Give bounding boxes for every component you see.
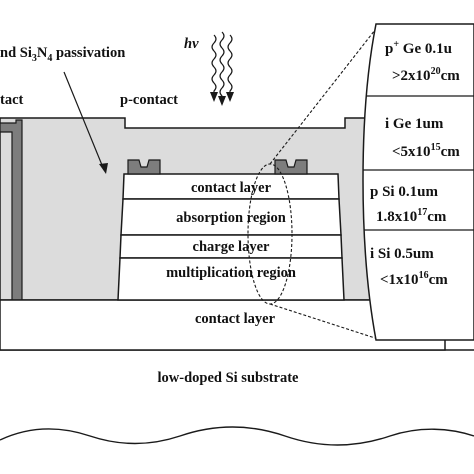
p-contact-pad-left: [127, 159, 161, 175]
charge-layer-label: charge layer: [193, 239, 270, 255]
substrate-label: low-doped Si substrate: [158, 370, 300, 386]
contact-layer-bottom-label: contact layer: [195, 311, 276, 327]
callout-line-lower: [269, 303, 376, 339]
left-contact-label: tact: [0, 92, 24, 108]
substrate-break-line: [0, 426, 474, 446]
substrate-block: [0, 350, 474, 422]
layer-table-row-1-material: p+ Ge 0.1u: [385, 39, 452, 57]
absorption-region-label: absorption region: [176, 210, 286, 226]
contact-layer-top-label: contact layer: [191, 180, 272, 196]
incident-light-arrows: [211, 31, 233, 100]
incident-light-arrowheads: [210, 92, 234, 106]
layer-table-row-2-material: i Ge 1um: [385, 116, 444, 132]
multiplication-region-label: multiplication region: [166, 265, 296, 281]
p-contact-label: p-contact: [120, 92, 178, 108]
passivation-pointer-line: [63, 71, 105, 171]
hv-label: hv: [184, 36, 199, 52]
layer-table-row-4-doping: <1x1016cm: [380, 270, 448, 288]
layer-table-row-2-doping: <5x1015cm: [392, 142, 460, 160]
layer-table-row-3-material: p Si 0.1um: [370, 184, 438, 200]
callout-line-upper: [269, 29, 376, 165]
layer-table-row-1-doping: >2x1020cm: [392, 66, 460, 84]
layer-table-row-3-doping: 1.8x1017cm: [376, 207, 447, 225]
layer-table-frame: [362, 23, 474, 341]
passivation-pointer-head: [99, 163, 108, 174]
p-contact-pad-right: [274, 159, 308, 175]
layer-table-row-4-material: i Si 0.5um: [370, 246, 434, 262]
mesa-multiplication-region: [117, 257, 345, 301]
passivation-label: nd Si3N4 passivation: [0, 45, 125, 64]
